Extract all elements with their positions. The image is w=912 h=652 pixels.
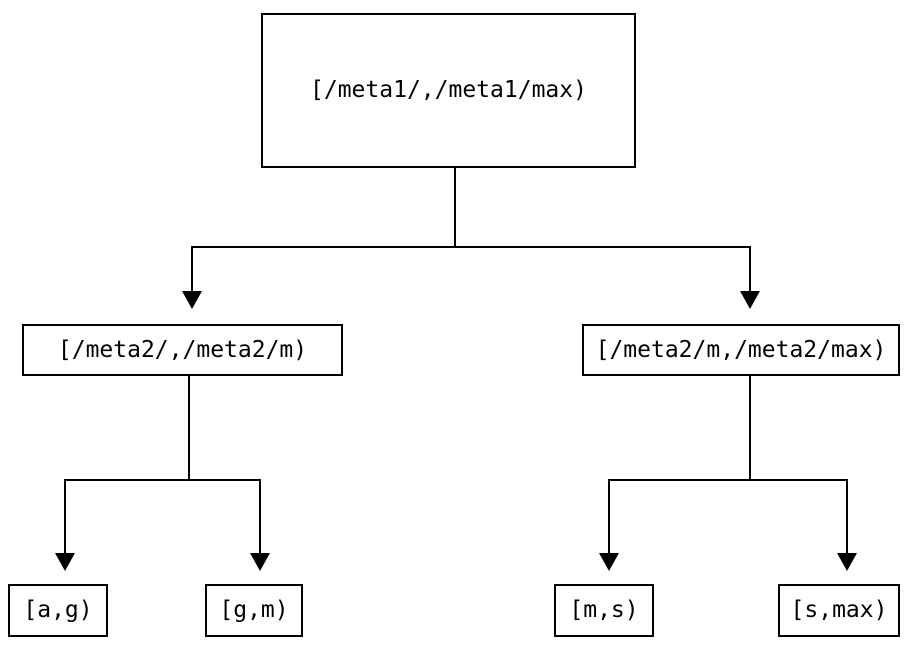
connector-meta2-high-stem: [749, 376, 751, 481]
connector-to-meta2-high: [749, 246, 751, 291]
connector-to-leaf-m-s: [608, 479, 610, 553]
node-meta2-high-range: [/meta2/m,/meta2/max): [582, 324, 900, 376]
connector-level1-crossbar: [191, 246, 751, 248]
node-leaf-g-m: [g,m): [205, 584, 303, 637]
node-root-range: [/meta1/,/meta1/max): [261, 13, 636, 168]
down-arrowhead-icon: [55, 553, 75, 571]
down-arrowhead-icon: [740, 291, 760, 309]
connector-right-crossbar: [608, 479, 848, 481]
down-arrowhead-icon: [837, 553, 857, 571]
connector-to-leaf-g-m: [259, 479, 261, 553]
down-arrowhead-icon: [599, 553, 619, 571]
node-leaf-s-max: [s,max): [778, 584, 900, 637]
connector-to-leaf-a-g: [64, 479, 66, 553]
node-leaf-a-g: [a,g): [8, 584, 108, 637]
node-meta2-low-range: [/meta2/,/meta2/m): [22, 324, 343, 376]
down-arrowhead-icon: [182, 291, 202, 309]
connector-root-stem: [454, 168, 456, 248]
node-leaf-m-s: [m,s): [554, 584, 654, 637]
connector-meta2-low-stem: [188, 376, 190, 481]
connector-to-leaf-s-max: [846, 479, 848, 553]
down-arrowhead-icon: [250, 553, 270, 571]
connector-left-crossbar: [64, 479, 261, 481]
connector-to-meta2-low: [191, 246, 193, 291]
